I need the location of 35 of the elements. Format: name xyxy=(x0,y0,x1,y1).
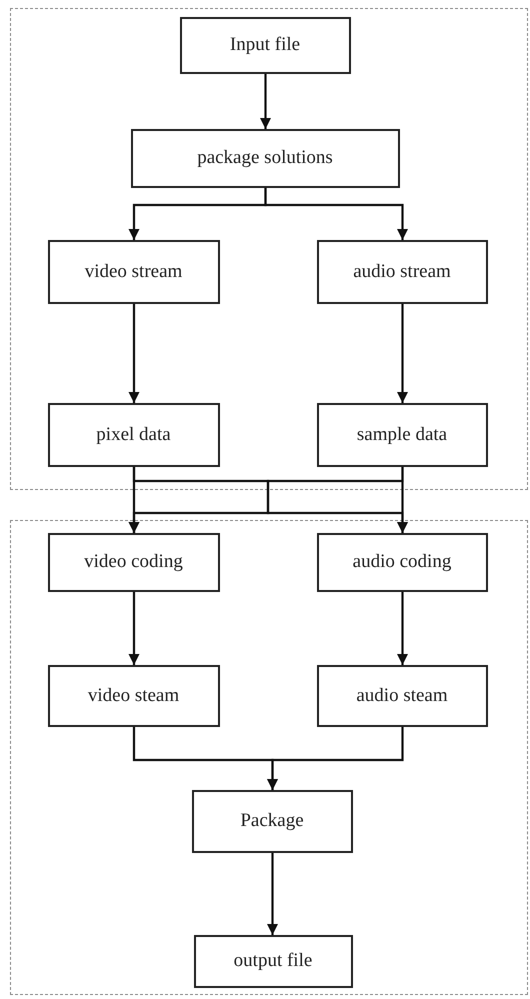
arrow xyxy=(260,74,271,129)
arrow xyxy=(397,592,408,665)
arrow xyxy=(267,727,404,790)
process-box xyxy=(130,128,400,188)
process-box xyxy=(48,402,220,466)
box-label: package solutions xyxy=(197,147,333,169)
dashed-group-frame xyxy=(10,8,528,490)
arrow xyxy=(264,188,408,240)
dashed-group-frame xyxy=(10,520,528,995)
process-box xyxy=(316,664,488,726)
arrow xyxy=(397,467,408,533)
box-label: video stream xyxy=(84,260,182,282)
process-box xyxy=(180,16,350,74)
arrow xyxy=(128,304,140,403)
box-label: video coding xyxy=(84,551,183,573)
process-box xyxy=(48,664,220,726)
box-label: audio coding xyxy=(352,551,452,573)
process-box xyxy=(194,934,352,988)
process-box xyxy=(316,402,488,466)
box-label: output file xyxy=(234,950,312,972)
box-label: video steam xyxy=(88,684,180,706)
process-box xyxy=(192,790,352,852)
box-label: audio steam xyxy=(356,684,448,706)
box-label: Package xyxy=(240,810,304,832)
box-label: audio stream xyxy=(353,260,451,282)
process-box xyxy=(316,532,488,592)
arrow xyxy=(267,853,278,935)
box-label: Input file xyxy=(230,34,300,56)
box-label: sample data xyxy=(356,424,448,446)
arrow xyxy=(397,304,408,403)
process-box xyxy=(48,532,220,592)
process-box xyxy=(48,240,220,304)
box-label: pixel data xyxy=(96,424,171,446)
arrow xyxy=(128,592,140,665)
process-box xyxy=(316,240,488,304)
